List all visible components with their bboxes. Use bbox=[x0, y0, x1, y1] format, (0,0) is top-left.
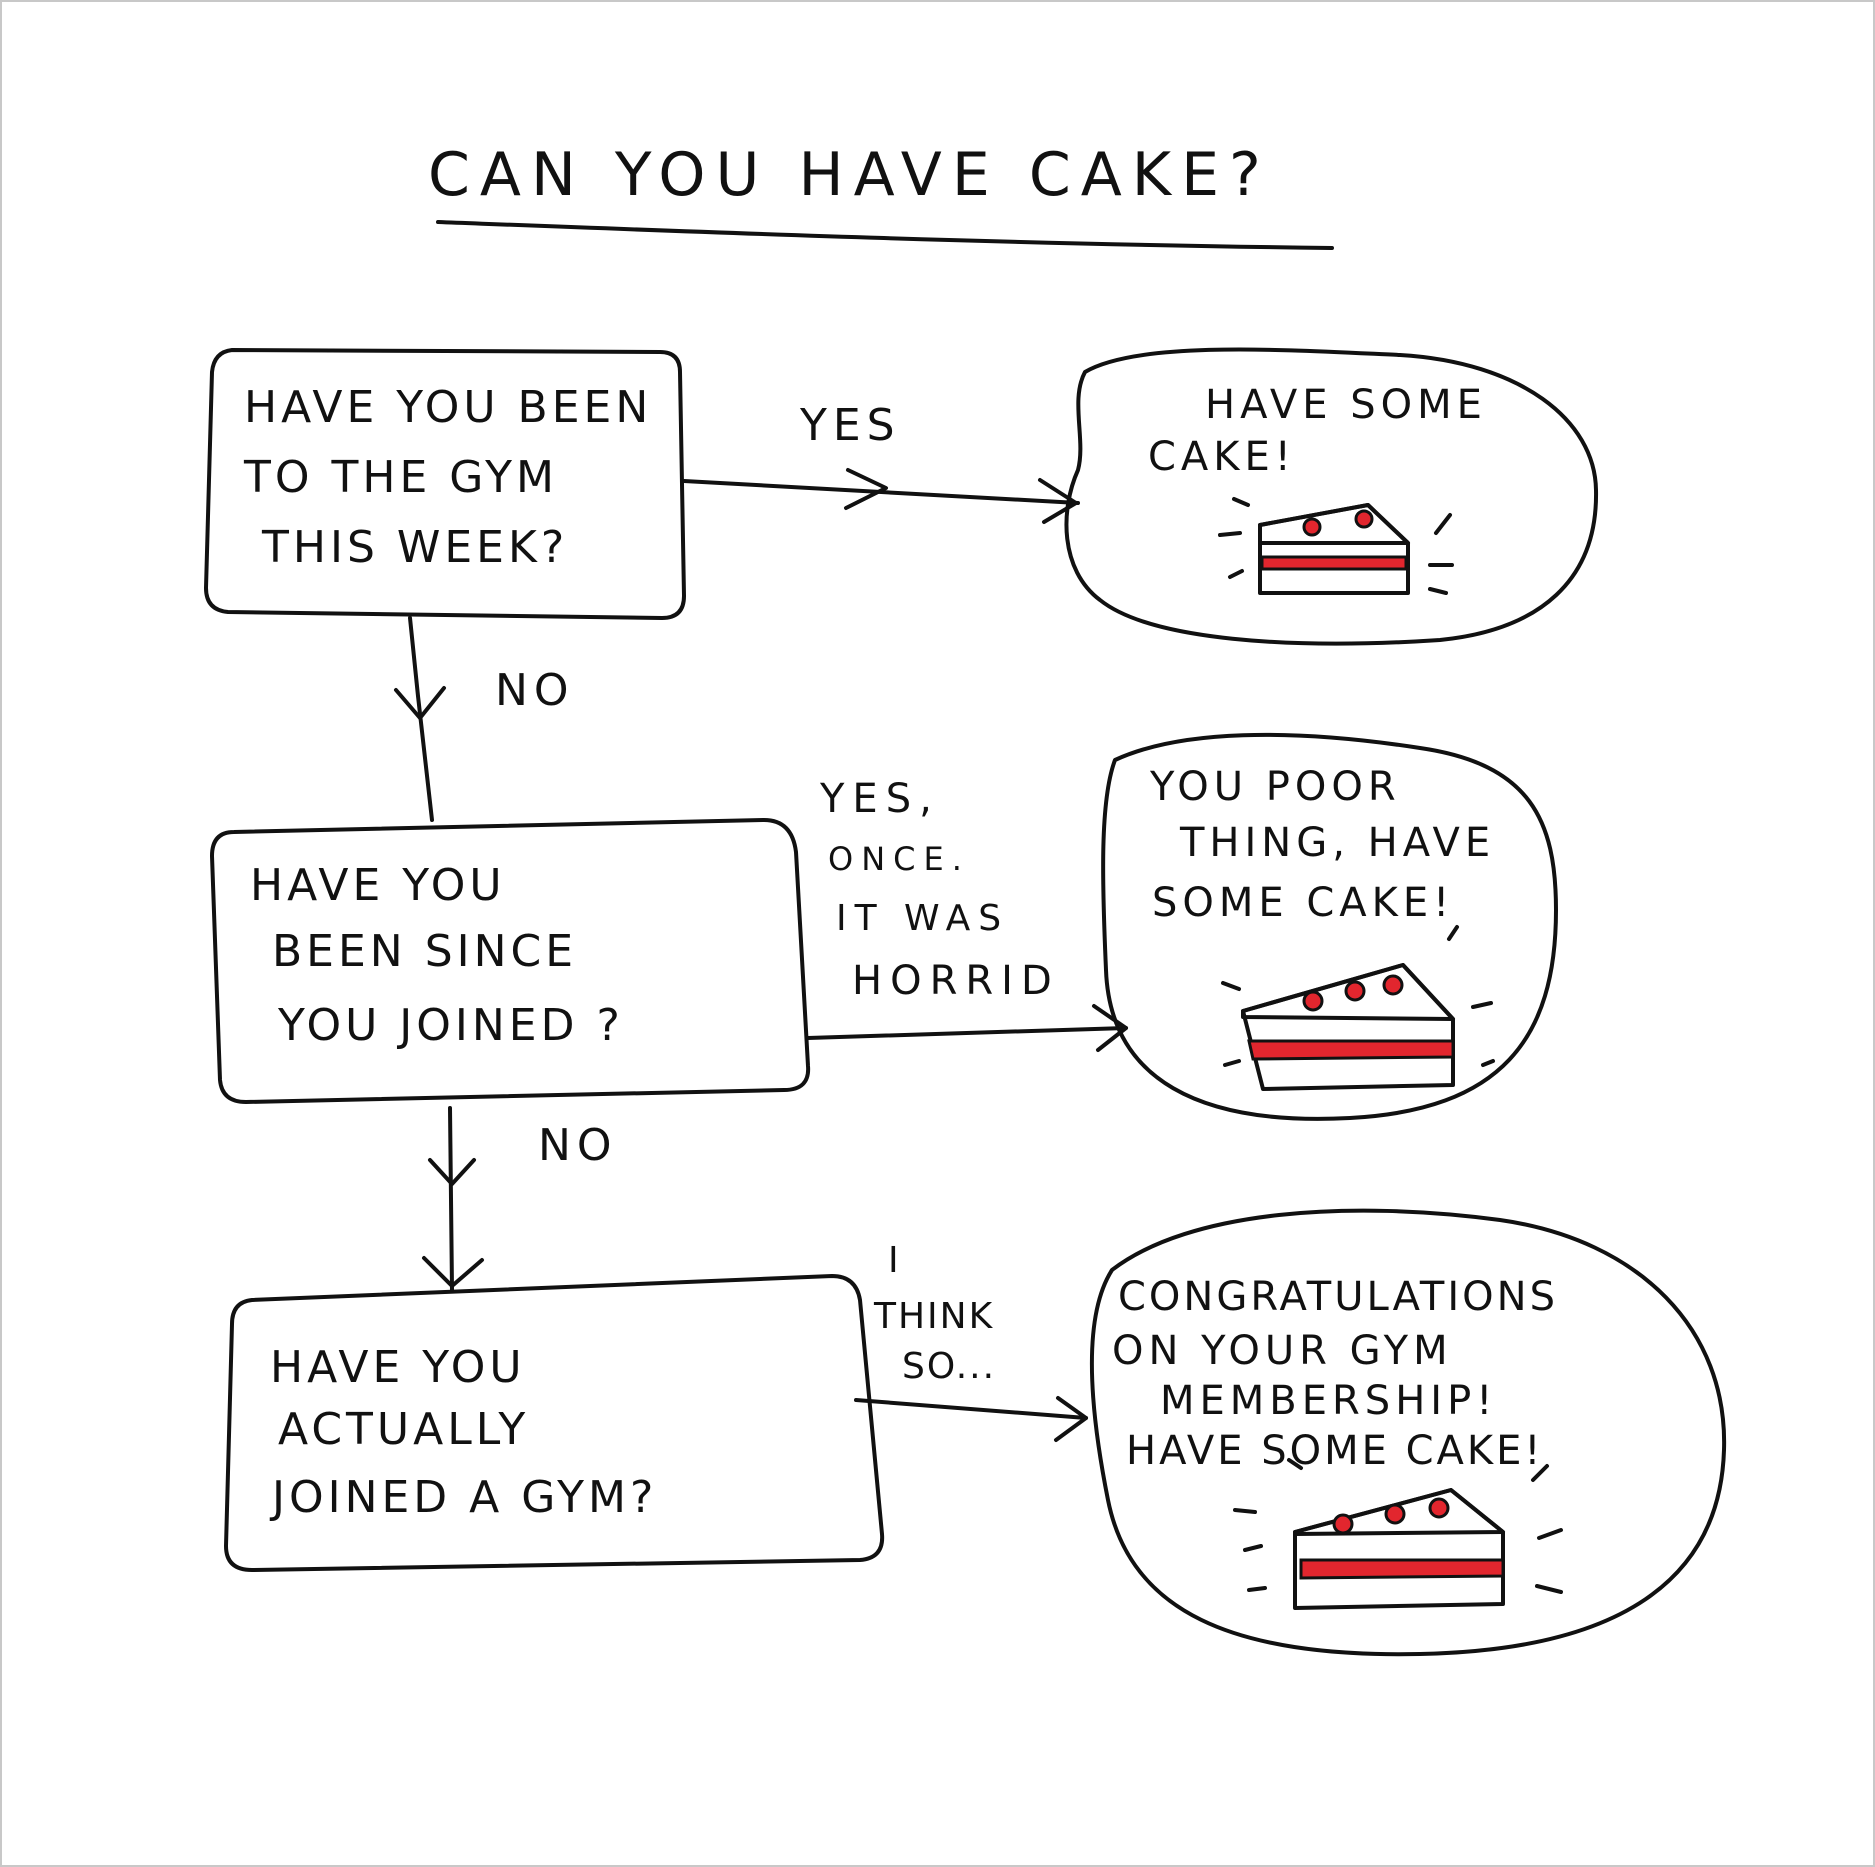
question-1-line-2: TO THE GYM bbox=[243, 452, 558, 503]
cake-slice-icon bbox=[1218, 497, 1454, 595]
question-box-3: HAVE YOU ACTUALLY JOINED A GYM? bbox=[224, 1274, 885, 1572]
question-2-line-2: BEEN SINCE bbox=[272, 926, 577, 977]
answer-blob-1: HAVE SOME CAKE! bbox=[1064, 347, 1599, 646]
question-box-1: HAVE YOU BEEN TO THE GYM THIS WEEK? bbox=[204, 348, 686, 620]
question-3-line-3: JOINED A GYM? bbox=[269, 1472, 657, 1523]
answer-1-line-1: HAVE SOME bbox=[1205, 382, 1487, 428]
title-underline bbox=[436, 220, 1334, 250]
question-2-line-3: YOU JOINED ? bbox=[277, 1000, 624, 1051]
question-3-line-1: HAVE YOU bbox=[270, 1342, 526, 1393]
edge-label-yes-once-line-2: ONCE. bbox=[828, 840, 970, 878]
edge-label-yes-once-line-4: HORRID bbox=[852, 958, 1060, 1004]
edge-label-no-2: NO bbox=[538, 1120, 618, 1171]
answer-blob-1-shape bbox=[1064, 347, 1599, 646]
edge-label-yes: YES bbox=[799, 400, 901, 451]
answer-blob-2-shape bbox=[1101, 732, 1558, 1121]
page-title: CAN YOU HAVE CAKE? bbox=[428, 140, 1271, 210]
edge-label-think-so-line-3: SO... bbox=[902, 1346, 996, 1387]
edge-q1-yes bbox=[682, 468, 1080, 524]
edge-label-yes-once-line-1: YES, bbox=[819, 776, 940, 822]
answer-2-line-3: SOME CAKE! bbox=[1152, 880, 1454, 926]
answer-3-line-3: MEMBERSHIP! bbox=[1160, 1378, 1497, 1424]
answer-2-line-2: THING, HAVE bbox=[1179, 820, 1495, 866]
cake-slice-icon bbox=[1233, 1458, 1563, 1610]
question-box-2-shape bbox=[210, 818, 811, 1104]
answer-3-line-4: HAVE SOME CAKE! bbox=[1126, 1428, 1543, 1474]
cake-slice-icon bbox=[1221, 925, 1495, 1091]
answer-3-line-1: CONGRATULATIONS bbox=[1118, 1274, 1558, 1320]
answer-blob-3: CONGRATULATIONS ON YOUR GYM MEMBERSHIP! … bbox=[1089, 1208, 1727, 1657]
edge-q1-no bbox=[394, 616, 446, 822]
question-box-2: HAVE YOU BEEN SINCE YOU JOINED ? bbox=[210, 818, 811, 1104]
edge-q2-yes bbox=[806, 1004, 1128, 1052]
answer-1-line-2: CAKE! bbox=[1148, 434, 1296, 480]
question-box-1-shape bbox=[204, 348, 686, 620]
edge-label-no-1: NO bbox=[495, 665, 575, 716]
edge-label-yes-once-line-3: IT WAS bbox=[836, 898, 1009, 939]
edge-label-think-so: I THINK SO... bbox=[873, 1240, 996, 1387]
edge-label-think-so-line-1: I bbox=[888, 1240, 907, 1281]
edge-label-think-so-line-2: THINK bbox=[873, 1296, 994, 1337]
edge-q2-no bbox=[422, 1106, 484, 1292]
question-2-line-1: HAVE YOU bbox=[250, 860, 506, 911]
answer-2-line-1: YOU POOR bbox=[1149, 764, 1401, 810]
edge-q3-yes bbox=[854, 1396, 1088, 1442]
question-3-line-2: ACTUALLY bbox=[278, 1404, 529, 1455]
question-1-line-3: THIS WEEK? bbox=[261, 522, 568, 573]
answer-3-line-2: ON YOUR GYM bbox=[1112, 1328, 1453, 1374]
question-box-3-shape bbox=[224, 1274, 885, 1572]
answer-blob-3-shape bbox=[1089, 1208, 1727, 1657]
answer-blob-2: YOU POOR THING, HAVE SOME CAKE! bbox=[1101, 732, 1558, 1121]
question-1-line-1: HAVE YOU BEEN bbox=[244, 382, 652, 433]
edge-label-yes-once: YES, ONCE. IT WAS HORRID bbox=[819, 776, 1060, 1004]
